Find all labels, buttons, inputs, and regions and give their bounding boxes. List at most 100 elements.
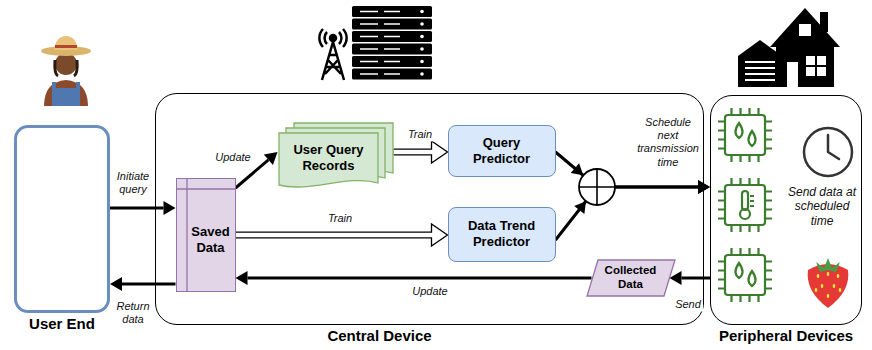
- thermometer-bulb: [740, 209, 750, 219]
- group-title: User End: [29, 315, 95, 332]
- label-anchor: Update: [211, 151, 255, 164]
- antenna: [330, 35, 336, 41]
- label-anchor: Update: [405, 285, 455, 298]
- strawberry-leaves: [816, 258, 840, 272]
- thermometer-ticks: [750, 196, 754, 206]
- server-slot: [360, 48, 400, 50]
- arrow-shaft: [122, 283, 176, 286]
- strawberry-body: [808, 264, 849, 308]
- chip: [718, 108, 772, 162]
- block-arrow: [394, 141, 448, 163]
- process-box: Query Predictor: [448, 125, 556, 177]
- group-title: Peripheral Devices: [719, 327, 853, 344]
- flow-arrow: [236, 271, 592, 285]
- window-bars: [806, 56, 826, 76]
- edge-label: Send: [673, 298, 703, 311]
- sum-cross: [579, 169, 615, 205]
- strawberry-icon: [808, 258, 849, 308]
- house-icon: [738, 8, 840, 87]
- farmer-hair: [55, 60, 77, 76]
- node-label: User Query Records: [282, 142, 376, 173]
- flow-arrow: [110, 277, 176, 291]
- server-unit: [352, 44, 432, 55]
- storage-lines: [177, 179, 235, 291]
- block-arrow: [236, 224, 448, 246]
- server-slot: [360, 23, 400, 25]
- strawberry-seeds: [815, 272, 842, 298]
- arrow-head: [264, 152, 278, 165]
- hat-crown: [54, 36, 78, 50]
- process-box: Data Trend Predictor: [448, 207, 556, 262]
- server-led: [420, 10, 424, 14]
- label-anchor: Send data at scheduled time: [784, 185, 860, 228]
- arrow-shaft-fill: [394, 150, 435, 154]
- server-slot: [360, 36, 400, 38]
- flow-arrow: [110, 201, 176, 215]
- storage-box: Saved Data: [176, 178, 236, 292]
- group-title: Central Device: [327, 327, 431, 344]
- edge-label: Update: [211, 151, 255, 164]
- farmer-icon: [41, 36, 91, 106]
- chip-pins: [718, 178, 772, 232]
- seed: [837, 274, 840, 278]
- label-anchor: Train: [318, 212, 362, 225]
- note-label: Send data at scheduled time: [784, 185, 860, 228]
- node-label: Data Trend Predictor: [453, 218, 551, 249]
- arrow-head: [164, 201, 176, 215]
- edge-label: Return data: [111, 300, 155, 326]
- server-led: [420, 35, 424, 39]
- house-body: [776, 45, 834, 87]
- server-led: [420, 22, 424, 26]
- arrow-shaft: [556, 187, 699, 240]
- hat-band: [55, 45, 77, 48]
- chip-body: [725, 255, 765, 295]
- farmer-shirt: [44, 80, 88, 106]
- roof: [770, 8, 840, 47]
- arrow-shaft: [682, 277, 711, 280]
- garage-door: [745, 62, 775, 80]
- label-anchor: Schedule next transmission time: [635, 116, 701, 169]
- chip: [718, 178, 772, 232]
- door: [787, 62, 798, 87]
- label-anchor: Initiate query: [111, 170, 155, 196]
- window: [806, 56, 826, 76]
- server-stack: [352, 6, 432, 80]
- signal-waves: [319, 29, 346, 47]
- server-unit: [352, 31, 432, 42]
- clock-hands: [828, 135, 839, 159]
- chip-body: [725, 115, 765, 155]
- seed: [839, 288, 842, 292]
- parallelogram-outline: [587, 260, 675, 296]
- arrow-head: [110, 277, 122, 291]
- node-label: Query Predictor: [453, 135, 551, 166]
- edge-label: Update: [405, 285, 455, 298]
- water-drop: [736, 123, 743, 138]
- seed: [833, 284, 836, 288]
- arrow-shaft-fill: [236, 233, 435, 237]
- tower: [322, 42, 344, 80]
- chip-pins: [718, 108, 772, 162]
- chip-body: [725, 185, 765, 225]
- water-drop: [749, 131, 756, 146]
- arrow-head: [670, 271, 682, 285]
- farmer-overalls: [52, 88, 80, 106]
- farmer-straps: [54, 82, 78, 92]
- server-led: [420, 60, 424, 64]
- server-unit: [352, 69, 432, 80]
- node-label: Collected Data: [599, 264, 663, 292]
- edge-label: Train: [398, 128, 442, 141]
- server-led: [420, 72, 424, 76]
- document-stack: User Query Records: [278, 122, 394, 190]
- phone-box: User End: [14, 125, 110, 313]
- attic-window: [799, 24, 811, 36]
- server-tower-icon: [319, 29, 346, 80]
- server-slot: [360, 61, 400, 63]
- server-led: [420, 47, 424, 51]
- clock-face: [804, 128, 852, 176]
- water-drop: [736, 263, 743, 278]
- server-unit: [352, 56, 432, 67]
- arrow-head: [574, 201, 586, 214]
- label-anchor: Train: [398, 128, 442, 141]
- sum-circle: [579, 169, 615, 205]
- seed: [821, 284, 824, 288]
